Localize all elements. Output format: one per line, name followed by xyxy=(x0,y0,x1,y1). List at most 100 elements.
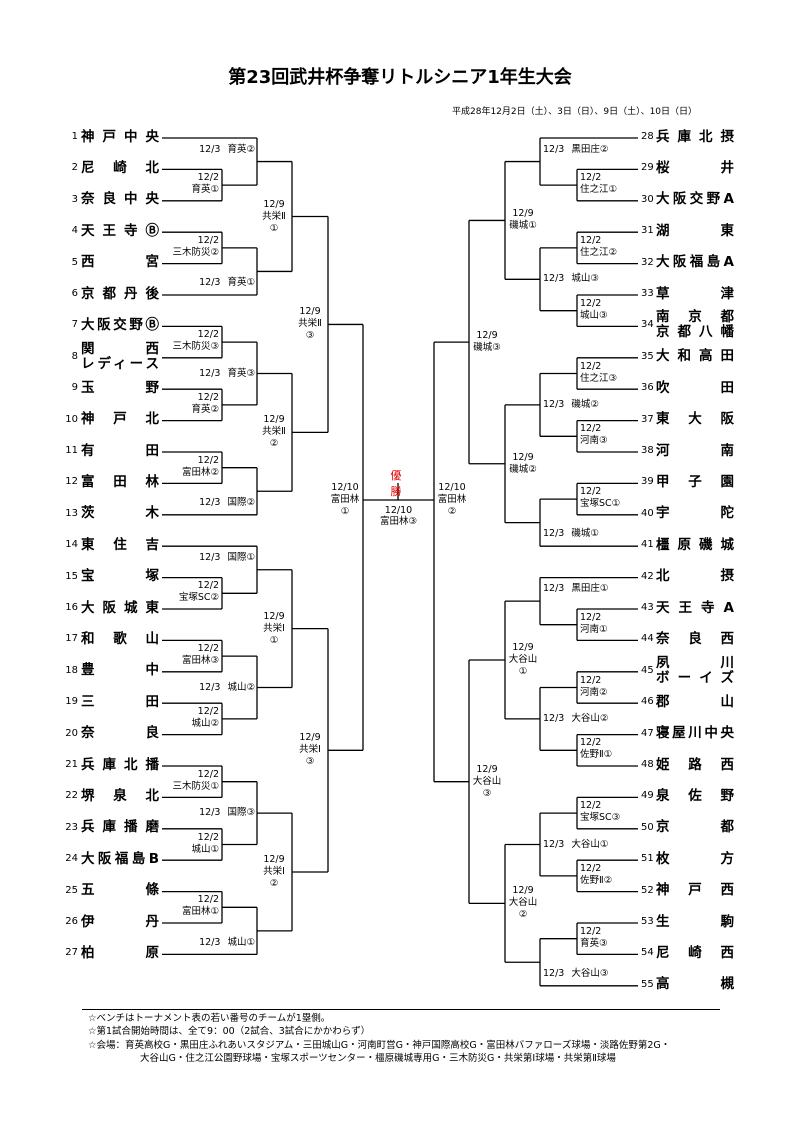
team-number: 3 xyxy=(71,193,78,205)
team-name-line: 和歌山 xyxy=(81,630,159,647)
match-date: 12/2 xyxy=(197,831,219,843)
team-name: 甲子園 xyxy=(656,473,734,490)
team-name-line: 富田林 xyxy=(81,473,159,490)
match-date: 12/2 xyxy=(580,611,602,623)
match-date: 12/2 xyxy=(197,705,219,717)
team-number: 22 xyxy=(65,790,78,802)
team-number: 6 xyxy=(71,288,78,299)
team-name: 神戸北 xyxy=(81,412,159,427)
match-date: 12/2 xyxy=(580,925,602,937)
team-number: 10 xyxy=(65,413,78,425)
team-number: 1 xyxy=(71,131,78,142)
match-venue: 磯城① xyxy=(571,528,599,540)
team-number: 44 xyxy=(641,633,654,645)
team-name: 北摂 xyxy=(656,569,734,584)
match-date: 12/3 xyxy=(199,551,221,563)
team-name-line: 泉佐野 xyxy=(656,787,734,804)
final-date: 12/10 xyxy=(384,505,413,516)
match-date: 12/9 xyxy=(512,885,534,897)
team-number: 40 xyxy=(641,507,654,519)
team-name: 玉野 xyxy=(81,380,159,396)
match-date: 12/2 xyxy=(197,643,219,655)
team-name-line: 湖東 xyxy=(656,222,734,239)
team-name-line: 南京都 xyxy=(656,309,734,326)
match-venue: 富田林① xyxy=(181,906,219,918)
team-name-line: 奈良 xyxy=(81,725,159,742)
match-date: 12/3 xyxy=(543,838,565,850)
match-venue: 城山② xyxy=(191,717,219,729)
match-venue: ② xyxy=(518,909,528,921)
match-venue: ① xyxy=(269,222,279,234)
team-number: 34 xyxy=(641,319,654,331)
team-name-line: 宇陀 xyxy=(656,505,734,522)
team-name-line: 奈良西 xyxy=(656,630,734,647)
team-name-line: 神戸中央 xyxy=(81,128,159,145)
team-name-line: 茨木 xyxy=(81,505,159,522)
match-venue: 共栄Ⅰ xyxy=(263,865,285,877)
team-number: 49 xyxy=(641,790,654,802)
team-number: 24 xyxy=(65,853,78,865)
team-name: 宝塚 xyxy=(81,569,159,584)
team-name: 奈良西 xyxy=(656,630,734,647)
team-name: 夙川ボーイズ xyxy=(656,655,734,686)
footer-notes: ☆ベンチはトーナメント表の若い番号のチームが1塁側。 ☆第1試合開始時間は、全て… xyxy=(88,1012,670,1065)
match-date: 12/9 xyxy=(476,763,498,775)
match-venue: ① xyxy=(269,634,279,646)
team-name-line: ボーイズ xyxy=(656,669,734,686)
team-name-line: 神戸西 xyxy=(656,882,734,899)
team-name: 桜井 xyxy=(656,160,734,176)
team-name: 五條 xyxy=(81,883,159,898)
match-venue: 共栄Ⅱ xyxy=(262,210,286,222)
team-name-line: 神戸北 xyxy=(81,411,159,428)
match-venue: 磯城② xyxy=(509,463,537,475)
match-date: 12/2 xyxy=(197,454,219,466)
team-name-line: 河南 xyxy=(656,442,734,459)
match-venue: 国際① xyxy=(227,551,255,563)
match-venue: 富田林② xyxy=(181,466,219,478)
team-name: 兵庫播磨 xyxy=(81,820,159,835)
team-name: 神戸中央 xyxy=(81,128,159,145)
team-number: 4 xyxy=(71,225,78,237)
match-date: 12/2 xyxy=(197,172,219,184)
match-venue: ③ xyxy=(305,756,315,768)
team-number: 7 xyxy=(71,319,78,331)
match-date: 12/9 xyxy=(512,208,534,220)
match-date: 12/9 xyxy=(512,642,534,654)
team-number: 12 xyxy=(65,476,78,488)
team-name: 有田 xyxy=(81,443,159,459)
team-name-line: 寝屋川中央 xyxy=(656,725,734,742)
match-date: 12/10 xyxy=(331,482,359,493)
team-name: 草津 xyxy=(656,286,734,302)
match-venue: 磯城③ xyxy=(473,342,501,354)
team-number: 20 xyxy=(65,727,78,739)
match-venue: 宝塚SC① xyxy=(580,498,621,510)
team-name: 湖東 xyxy=(656,222,734,239)
match-venue: ③ xyxy=(305,330,315,342)
team-name: 郡山 xyxy=(656,694,734,710)
match-date: 12/3 xyxy=(199,497,221,509)
match-venue: 城山① xyxy=(191,843,219,855)
match-date: 12/2 xyxy=(197,234,219,246)
team-number: 45 xyxy=(641,664,654,676)
team-name-line: 西宮 xyxy=(81,254,159,271)
team-number: 8 xyxy=(71,350,78,362)
team-name-line: 甲子園 xyxy=(656,473,734,490)
team-name-line: 東住吉 xyxy=(81,536,159,553)
team-name: 関西レディース xyxy=(81,341,159,372)
team-name: 東住吉 xyxy=(81,536,159,553)
match-date: 12/3 xyxy=(543,398,565,410)
match-date: 12/2 xyxy=(580,234,602,246)
team-number: 29 xyxy=(641,162,654,174)
team-name: 宇陀 xyxy=(656,506,734,521)
match-venue: ② xyxy=(269,877,279,889)
final-match-label: 12/10 富田林③ xyxy=(363,505,434,527)
match-venue: 三木防災③ xyxy=(172,341,219,353)
